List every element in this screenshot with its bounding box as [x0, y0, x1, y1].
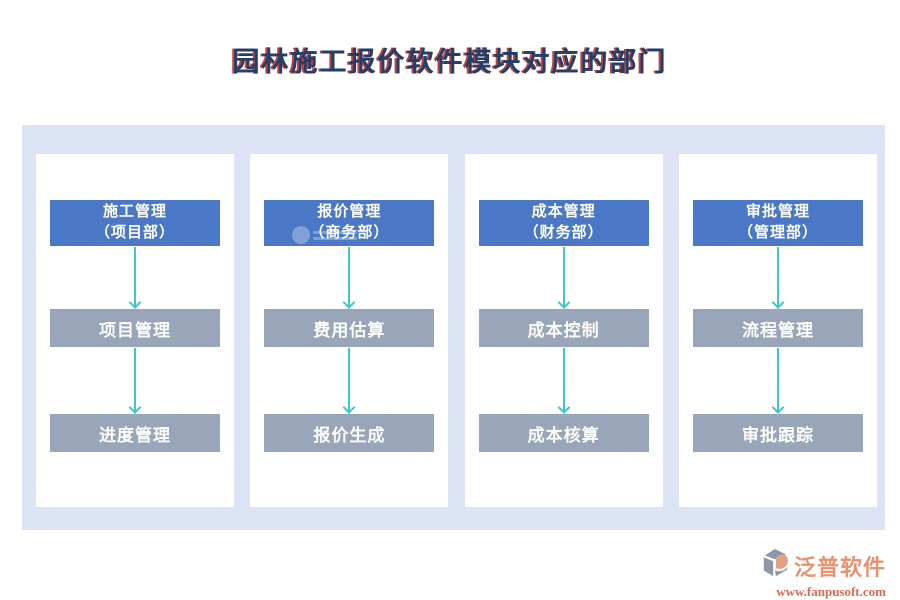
dept-header-approval: 审批管理 （管理部）	[692, 200, 863, 246]
down-arrow-icon	[342, 347, 356, 414]
down-arrow-icon	[771, 246, 785, 309]
down-arrow-icon	[557, 347, 571, 414]
module-box: 流程管理	[692, 309, 863, 347]
dept-title: 报价管理	[317, 204, 382, 220]
column-quotation: 报价管理 （商务部） 费用估算 报价生成	[250, 154, 449, 507]
dept-subtitle: （管理部）	[737, 225, 818, 241]
dept-header-quotation: 报价管理 （商务部）	[264, 200, 435, 246]
dept-title: 审批管理	[745, 204, 810, 220]
dept-title: 施工管理	[102, 204, 167, 220]
down-arrow-icon	[771, 347, 785, 414]
module-box: 费用估算	[264, 309, 435, 347]
module-box: 进度管理	[50, 414, 220, 452]
module-box: 审批跟踪	[692, 414, 863, 452]
dept-title: 成本管理	[531, 204, 596, 220]
dept-subtitle: （商务部）	[309, 225, 390, 241]
down-arrow-icon	[128, 347, 142, 414]
column-approval: 审批管理 （管理部） 流程管理 审批跟踪	[678, 154, 877, 507]
diagram-board: 施工管理 （项目部） 项目管理 进度管理 报价管理 （商务部） 费用估算 报价生…	[22, 125, 885, 530]
column-construction: 施工管理 （项目部） 项目管理 进度管理	[36, 154, 234, 507]
page-title: 园林施工报价软件模块对应的部门	[232, 47, 668, 77]
dept-subtitle: （财务部）	[523, 225, 604, 241]
brand-footer: 泛普软件 www.fanpusoft.com	[760, 548, 886, 600]
module-box: 报价生成	[264, 414, 435, 452]
module-box: 项目管理	[50, 309, 220, 347]
down-arrow-icon	[128, 246, 142, 309]
fanpu-logo-icon	[760, 548, 790, 583]
brand-name: 泛普软件	[793, 554, 886, 580]
down-arrow-icon	[342, 246, 356, 309]
column-cost: 成本管理 （财务部） 成本控制 成本核算	[464, 154, 663, 507]
dept-header-cost: 成本管理 （财务部）	[478, 200, 649, 246]
brand-website: www.fanpusoft.com	[776, 584, 886, 599]
dept-subtitle: （项目部）	[94, 225, 175, 241]
module-box: 成本核算	[478, 414, 649, 452]
dept-header-construction: 施工管理 （项目部）	[50, 200, 220, 246]
down-arrow-icon	[557, 246, 571, 309]
module-box: 成本控制	[478, 309, 649, 347]
